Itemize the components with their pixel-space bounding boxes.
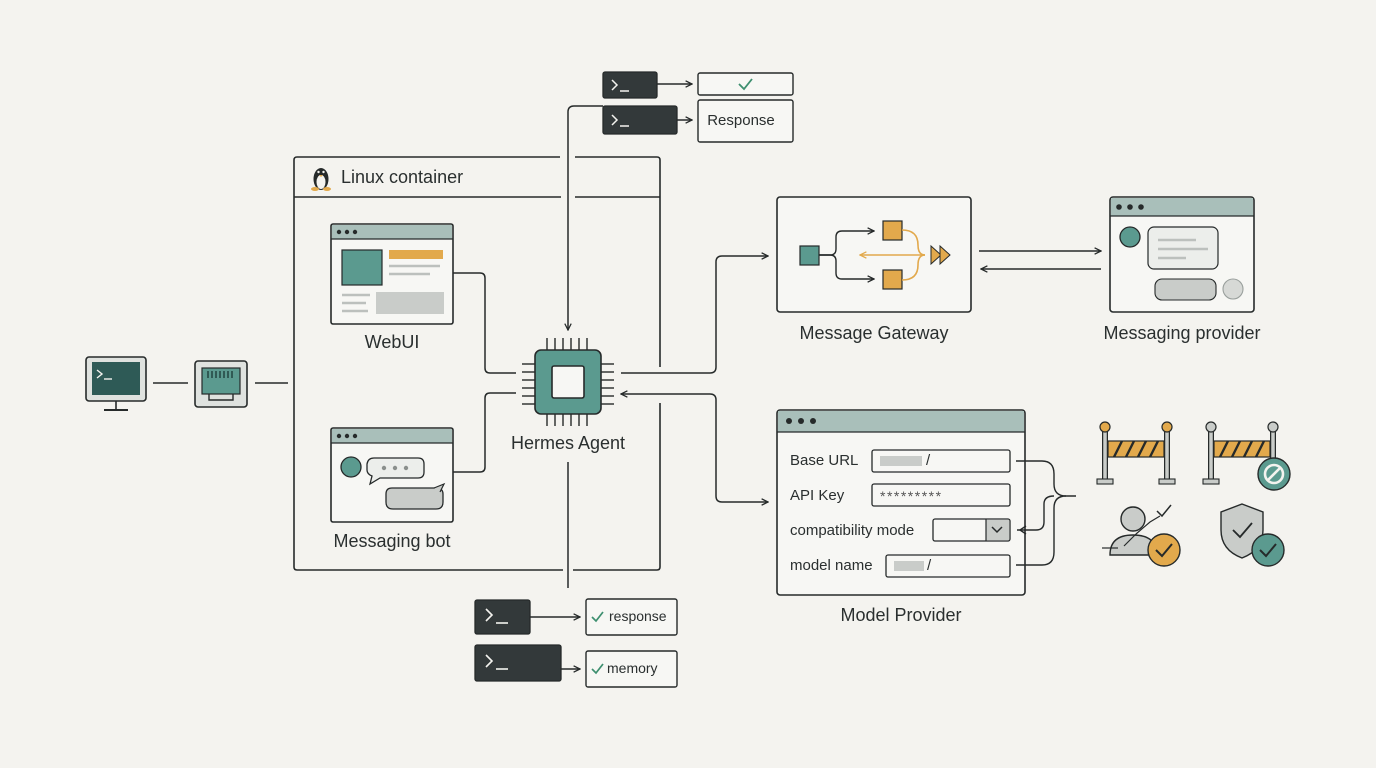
monitor-terminal-icon [85,356,147,411]
checkmark-icon [738,78,753,91]
checkmark-icon [591,611,604,623]
terminal-icon [474,644,562,682]
cpu-chip-icon [522,338,614,426]
api-key-input[interactable] [871,483,1011,507]
messaging-provider-window [1109,196,1255,313]
base-url-label: Base URL [790,452,859,469]
memory-label: memory [607,660,658,676]
terminal-icon [474,599,531,635]
barrier-blocked-icon [1202,421,1279,485]
top-response-label: Response [707,112,775,129]
model-name-value: / [927,557,932,574]
linux-container-frame [293,156,661,571]
webui-window [330,223,454,325]
bottom-response-label: response [609,608,667,624]
memory-result-box [585,650,678,688]
model-name-label: model name [790,557,873,574]
messaging-provider-label: Messaging provider [1103,323,1261,343]
fields-bracket [1016,460,1076,566]
model-provider-window [776,409,1026,596]
penguin-icon [311,168,331,191]
message-gateway-label: Message Gateway [799,323,949,343]
response-box [697,99,794,143]
checkmark-icon [591,663,604,675]
barrier-icon [1096,421,1176,485]
message-gateway-box [776,196,972,313]
messaging-bot-window [330,427,454,523]
api-key-value: ********* [880,488,943,504]
no-entry-icon [1257,457,1291,491]
shield-check-icon [1220,503,1285,567]
ethernet-port-icon [194,360,248,408]
compat-mode-label: compatibility mode [790,522,915,539]
terminal-icon [602,71,658,99]
chevron-down-icon [991,526,1003,534]
success-box [697,72,794,96]
terminal-icon [602,105,678,135]
webui-label: WebUI [364,332,420,352]
messaging-bot-label: Messaging bot [333,531,451,551]
linux-container-label: Linux container [341,167,464,187]
user-approved-icon [1102,504,1181,567]
base-url-input[interactable] [871,449,1011,473]
hermes-agent-label: Hermes Agent [510,433,626,453]
response-result-box [585,598,678,636]
api-key-label: API Key [790,487,845,504]
model-provider-label: Model Provider [840,605,962,625]
base-url-value: / [926,452,931,469]
model-name-input[interactable] [885,554,1011,578]
